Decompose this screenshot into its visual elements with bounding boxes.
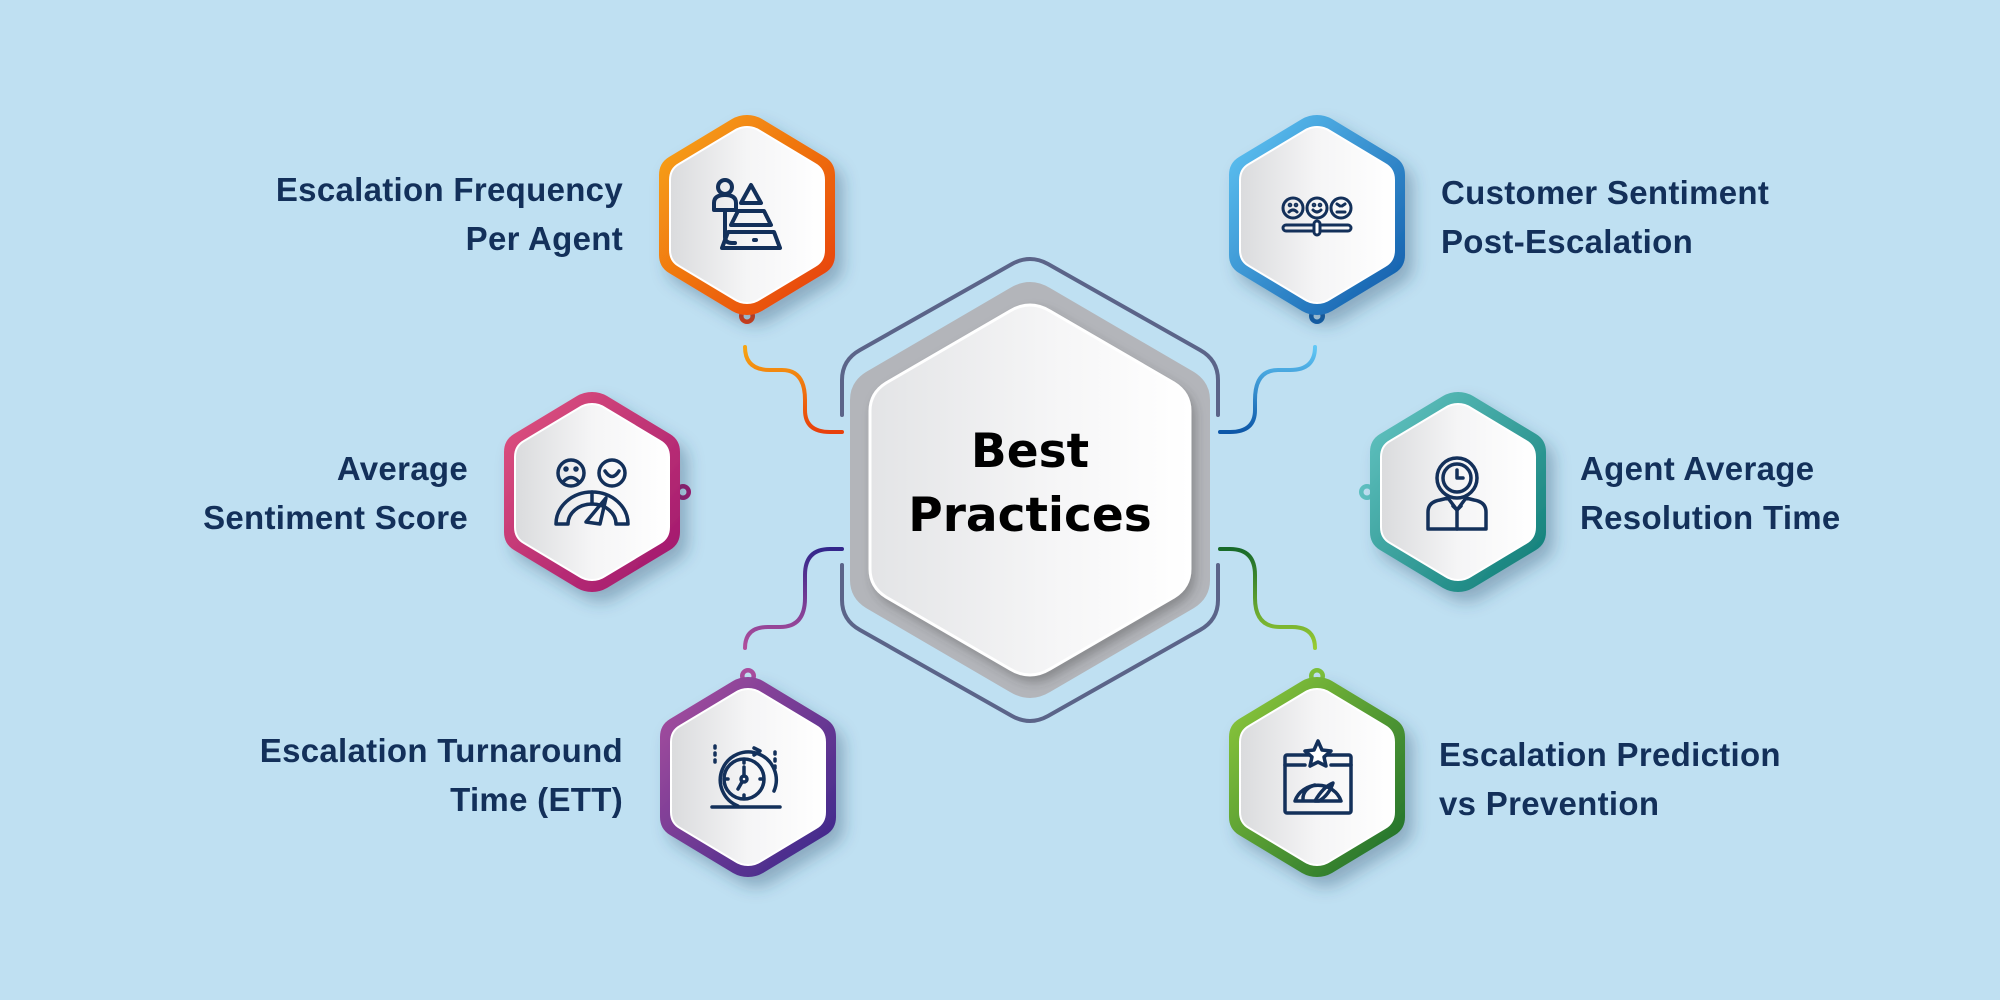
star-dashboard-icon: [1283, 739, 1353, 815]
label-escalation-prediction: Escalation Prediction vs Prevention: [1439, 736, 1781, 822]
stopwatch-refresh-icon: [710, 744, 782, 809]
hex-escalation-turnaround: [660, 668, 836, 877]
center-title-line2: Practices: [908, 488, 1152, 543]
label-escalation-turnaround: Escalation Turnaround Time (ETT): [259, 732, 623, 818]
sentiment-gauge-icon: [554, 458, 630, 526]
connector-customer-sentiment: [1218, 345, 1317, 434]
center-title: Best Practices: [870, 420, 1190, 548]
center-white-hex: [868, 303, 1192, 677]
connector-escalation-prediction: [1218, 547, 1317, 650]
center-hexagon: [840, 257, 1220, 723]
hex-escalation-frequency: [659, 115, 835, 324]
label-customer-sentiment: Customer Sentiment Post-Escalation: [1441, 174, 1770, 260]
center-outline-bottom: [840, 563, 1220, 723]
hex-average-sentiment: [504, 392, 691, 592]
label-agent-resolution: Agent Average Resolution Time: [1580, 450, 1841, 536]
center-outline-top: [840, 257, 1220, 417]
label-average-sentiment: Average Sentiment Score: [203, 450, 468, 536]
hex-escalation-prediction: [1229, 668, 1405, 877]
hex-customer-sentiment: [1229, 115, 1405, 324]
emoji-slider-icon: [1281, 196, 1353, 237]
label-escalation-frequency: Escalation Frequency Per Agent: [275, 171, 623, 257]
agent-clock-icon: [1426, 456, 1488, 531]
center-title-line1: Best: [970, 424, 1090, 479]
connectors: [701, 345, 1347, 650]
agent-pyramid-icon: [712, 178, 782, 250]
hex-agent-resolution: [1359, 392, 1546, 592]
connector-escalation-turnaround: [743, 547, 844, 650]
connector-escalation-frequency: [743, 345, 844, 434]
